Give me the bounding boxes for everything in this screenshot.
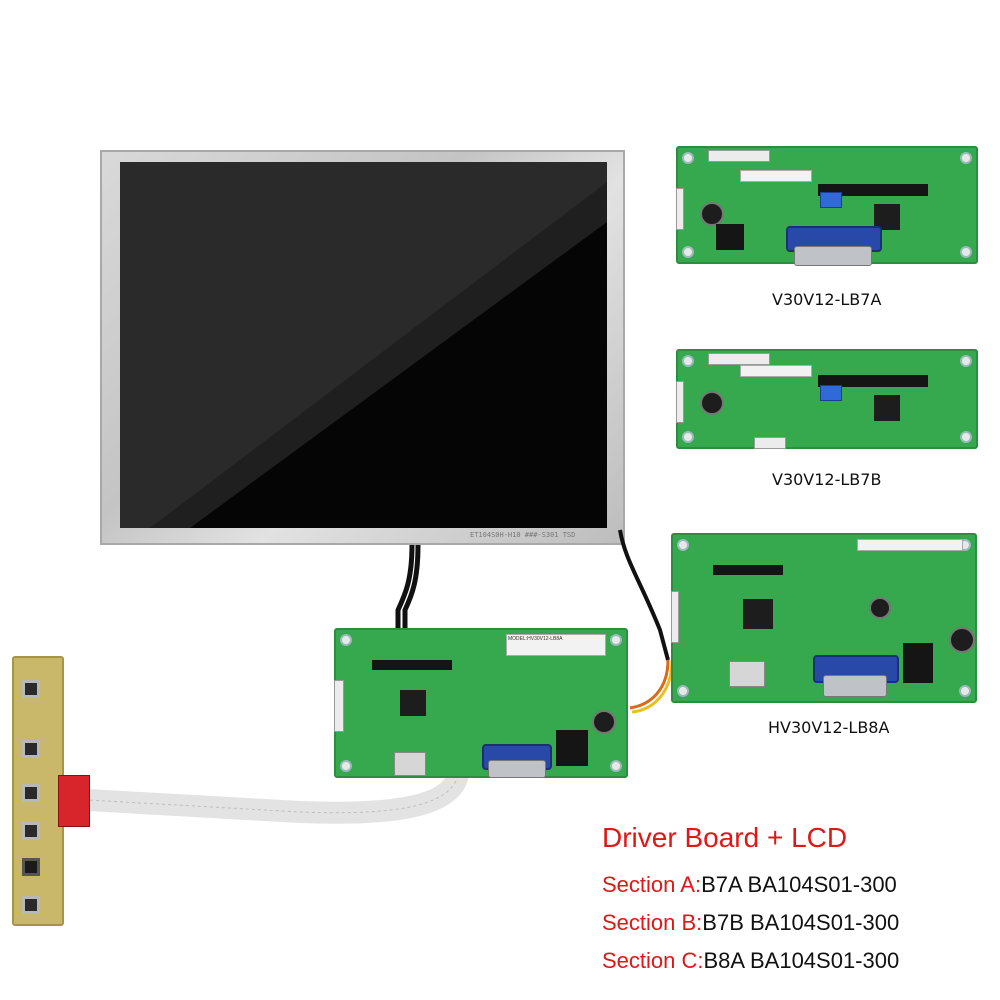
section-b-label: Section B: [602, 910, 703, 935]
lvds-connector [372, 660, 452, 670]
mount-hole [677, 539, 689, 551]
small-connector [754, 437, 786, 449]
board-sticker [740, 170, 812, 182]
mount-hole [960, 246, 972, 258]
board-sticker [740, 365, 812, 377]
section-b-row: Section B:B7B BA104S01-300 [602, 910, 899, 936]
capacitor [869, 597, 891, 619]
board-caption-lb8a: HV30V12-LB8A [768, 718, 890, 737]
section-b-value: B7B BA104S01-300 [702, 910, 900, 935]
keypad-board [12, 656, 64, 926]
keypad-button [22, 784, 40, 802]
side-connector [334, 680, 344, 732]
side-connector [676, 381, 684, 423]
capacitor [700, 391, 724, 415]
mount-hole [960, 152, 972, 164]
board-caption-lb7b: V30V12-LB7B [772, 470, 882, 489]
driver-board-lb7a [676, 146, 978, 266]
vga-shell [488, 760, 546, 778]
keypad-button [22, 896, 40, 914]
keypad-button [22, 680, 40, 698]
audio-jack [556, 730, 588, 766]
header-connector [708, 150, 770, 162]
lvds-connector [818, 184, 928, 196]
keypad-connector [58, 775, 90, 827]
section-a-value: B7A BA104S01-300 [701, 872, 897, 897]
mount-hole [959, 685, 971, 697]
mount-hole [340, 634, 352, 646]
controller-chip [400, 690, 426, 716]
keypad-button [22, 740, 40, 758]
mount-hole [682, 355, 694, 367]
mount-hole [682, 431, 694, 443]
section-a-label: Section A: [602, 872, 702, 897]
mount-hole [610, 760, 622, 772]
section-a-row: Section A:B7A BA104S01-300 [602, 872, 897, 898]
section-c-value: B8A BA104S01-300 [703, 948, 900, 973]
mount-hole [340, 760, 352, 772]
hdmi-port [394, 752, 426, 776]
mount-hole [682, 152, 694, 164]
controller-chip [874, 204, 900, 230]
header-connector [708, 353, 770, 365]
headline: Driver Board + LCD [602, 822, 848, 853]
capacitor [700, 202, 724, 226]
keypad-led [22, 858, 40, 876]
side-connector [671, 591, 679, 643]
dc-jack [716, 224, 744, 250]
keypad-button [22, 822, 40, 840]
mount-hole [682, 246, 694, 258]
mount-hole [610, 634, 622, 646]
hdmi-port [729, 661, 765, 687]
controller-chip [874, 395, 900, 421]
lcd-screen [120, 162, 607, 528]
capacitor [949, 627, 975, 653]
section-c-row: Section C:B8A BA104S01-300 [602, 948, 899, 974]
audio-jack [903, 643, 933, 683]
lvds-connector [713, 565, 783, 575]
mount-hole [960, 431, 972, 443]
vga-shell [794, 246, 872, 266]
board-sticker [857, 539, 963, 551]
mount-hole [677, 685, 689, 697]
driver-board-lb7b [676, 349, 978, 449]
vga-shell [823, 675, 887, 697]
lvds-connector [818, 375, 928, 387]
mount-hole [960, 355, 972, 367]
lcd-model-label: ET104S0H-H10 ###-S301 TSD [470, 531, 576, 539]
driver-board-lb8a [671, 533, 977, 703]
capacitor [592, 710, 616, 734]
side-connector [676, 188, 684, 230]
main-driver-board: MODEL:HV30V12-LB8A [334, 628, 628, 778]
section-c-label: Section C: [602, 948, 704, 973]
board-sticker: MODEL:HV30V12-LB8A [506, 634, 606, 656]
controller-chip [743, 599, 773, 629]
board-caption-lb7a: V30V12-LB7A [772, 290, 882, 309]
blue-header [820, 192, 842, 208]
blue-header [820, 385, 842, 401]
lcd-glare [120, 162, 607, 528]
